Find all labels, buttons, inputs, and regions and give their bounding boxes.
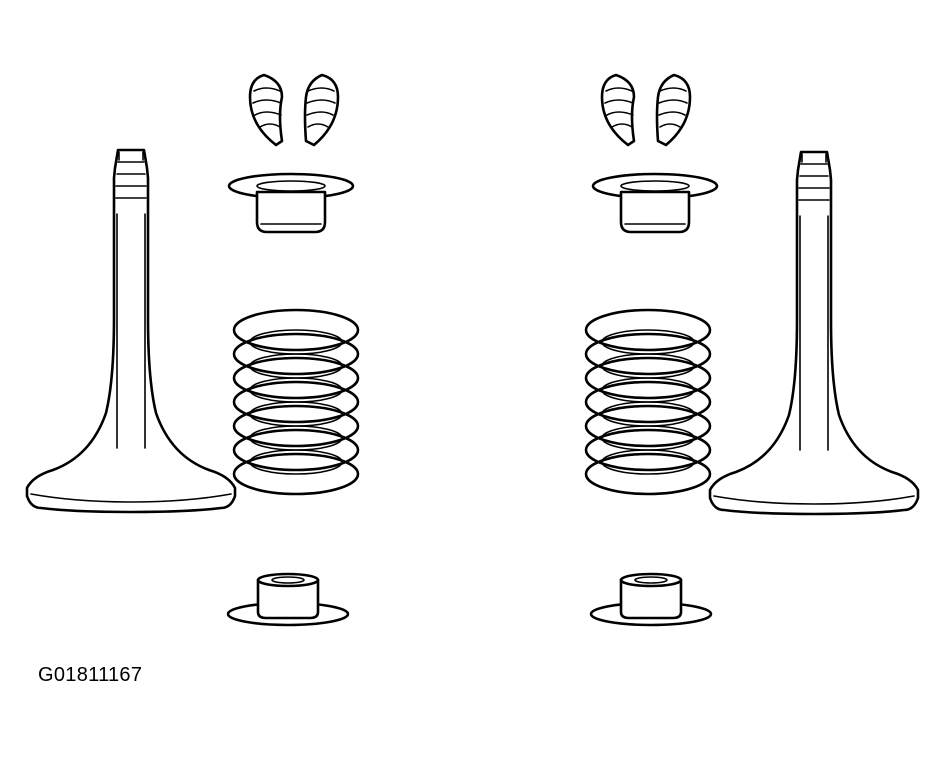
right-valve-keepers: [600, 73, 692, 147]
left-spring-retainer: [227, 172, 355, 234]
left-valve-spring: [232, 308, 360, 496]
left-spring-seat: [226, 572, 350, 627]
figure-code: G01811167: [38, 664, 143, 686]
right-valve: [708, 150, 920, 516]
left-valve-keepers: [248, 73, 340, 147]
right-spring-seat: [589, 572, 713, 627]
left-valve: [25, 148, 237, 514]
right-spring-retainer: [591, 172, 719, 234]
right-valve-spring: [584, 308, 712, 496]
